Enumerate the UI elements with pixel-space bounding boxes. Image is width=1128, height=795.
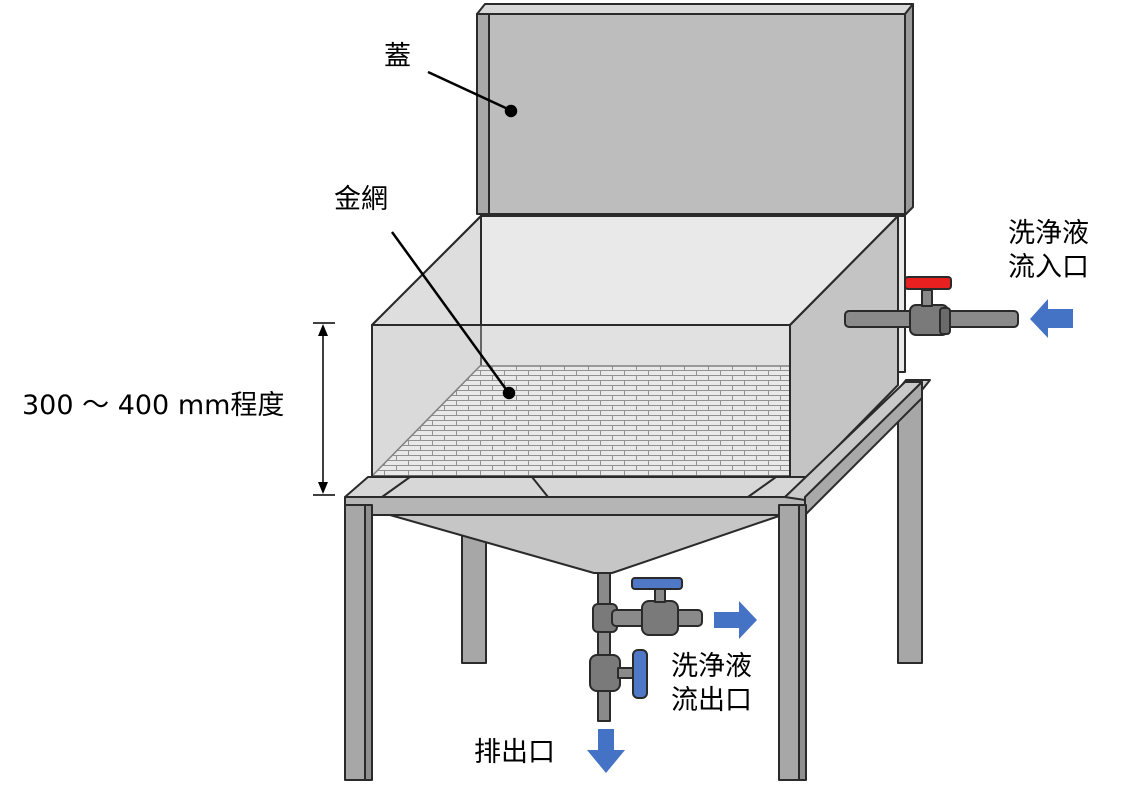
outlet-label: 洗浄液 流出口 [671,650,752,718]
height-label: 300 ～ 400 mm程度 [22,390,285,421]
arrow-icon [587,729,625,773]
inlet-label-line1: 洗浄液 [1008,218,1089,249]
mesh-leader-line [390,231,510,393]
arrow-icon [1030,299,1073,338]
height-dimension [313,322,335,496]
inlet-label-line2: 流入口 [1008,252,1089,283]
inlet-label: 洗浄液 流入口 [1008,217,1089,285]
valve-icon [632,649,648,699]
outlet-label-line1: 洗浄液 [671,651,752,682]
arrow-icon [714,601,757,639]
drain-label: 排出口 [474,737,555,768]
lid-leader-line [427,70,511,112]
tank-front [371,324,791,496]
valve-icon [904,276,952,290]
lid-label: 蓋 [384,41,411,72]
lid [476,3,914,216]
tank-top-rim [371,215,899,326]
mesh-label: 金網 [334,184,388,215]
frame-front-legs [344,504,807,781]
outlet-label-line2: 流出口 [671,685,752,716]
inlet-pipe [844,276,1019,336]
outlet-pipe [589,572,703,722]
frame-top-rail [344,381,923,516]
hopper [389,514,783,574]
valve-icon [631,577,683,590]
